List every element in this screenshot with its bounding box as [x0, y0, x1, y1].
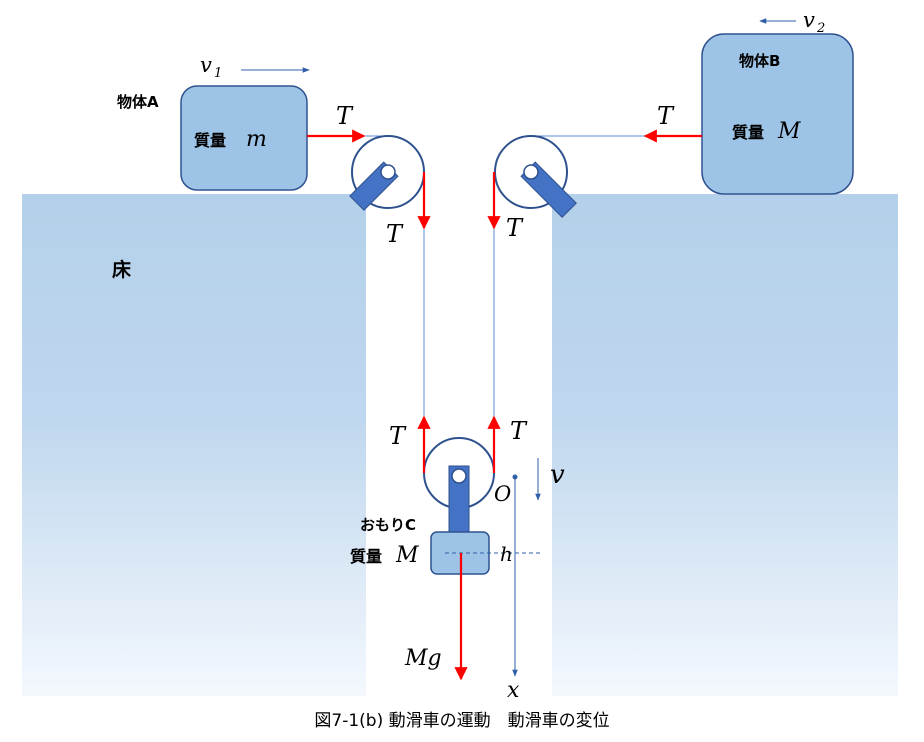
floor-right [552, 194, 898, 696]
block-b-mass-symbol: M [777, 119, 801, 144]
block-b-label: 物体B [739, 52, 780, 70]
v2-symbol: v [803, 8, 815, 32]
origin-label: O [494, 482, 511, 506]
figure-caption: 図7-1(b) 動滑車の運動 動滑車の変位 [314, 711, 609, 731]
pulley-left-axle [380, 164, 396, 180]
pulley-movable-axle [451, 468, 467, 484]
v-label: v [550, 460, 565, 490]
v2-subscript: 2 [816, 21, 825, 36]
floor-left [22, 194, 366, 696]
block-b [701, 33, 854, 195]
block-a [180, 85, 308, 191]
tension-label-left-bottom: T [389, 422, 407, 450]
pulley-right-axle [523, 164, 539, 180]
block-a-mass-prefix: 質量 [194, 131, 226, 150]
tension-label-left-top: T [386, 220, 404, 248]
weight-c-label: おもりC [360, 516, 416, 534]
v1-symbol: v [200, 53, 212, 77]
block-a-label: 物体A [117, 93, 159, 111]
tension-label-right-bottom: T [510, 417, 528, 445]
gravity-label: Mg [404, 646, 442, 671]
block-a-mass-symbol: m [246, 127, 267, 152]
floor-label: 床 [112, 258, 131, 281]
tension-label-right-top: T [506, 214, 524, 242]
height-label: h [500, 542, 513, 566]
tension-label-b: T [657, 102, 675, 130]
x-axis-label: x [507, 678, 520, 703]
weight-c-mass-prefix: 質量 [350, 547, 382, 566]
weight-c-mass-symbol: M [395, 543, 419, 568]
v1-subscript: 1 [214, 66, 222, 81]
block-b-mass-prefix: 質量 [732, 123, 764, 142]
tension-label-a: T [336, 102, 354, 130]
